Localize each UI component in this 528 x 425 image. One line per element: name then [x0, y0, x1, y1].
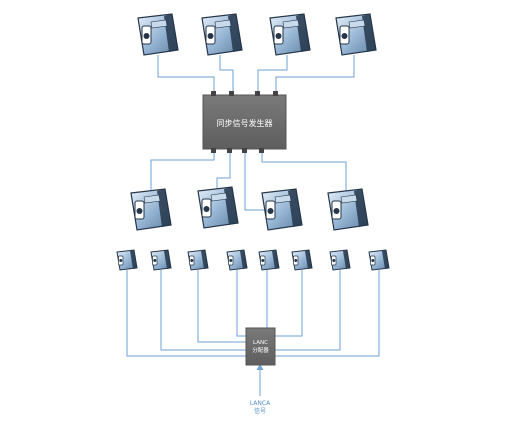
wire-top-4 — [275, 55, 355, 95]
camera-icon — [130, 188, 172, 231]
wire-mid-1 — [150, 149, 215, 192]
arrow-head-icon — [256, 364, 264, 370]
lanc-input-label-line1: LANCA — [250, 400, 271, 407]
sync-generator-box: 同步信号发生器 — [202, 91, 287, 153]
camera-icon — [335, 13, 377, 56]
wire-top-3 — [257, 55, 288, 95]
wire-bot-3 — [197, 270, 246, 343]
wire-bot-7 — [275, 270, 341, 351]
wire-mid-4 — [261, 149, 347, 192]
camera-icon — [291, 249, 313, 271]
wire-top-1 — [157, 55, 215, 95]
camera-icon — [269, 13, 311, 56]
sync-generator-label: 同步信号发生器 — [217, 118, 273, 128]
camera-icon — [116, 249, 138, 271]
wire-mid-2 — [216, 149, 231, 192]
camera-icon — [150, 249, 172, 271]
wire-top-2 — [219, 55, 234, 95]
wire-bot-8 — [275, 270, 380, 357]
middle-row-cameras — [130, 186, 369, 231]
camera-icon — [201, 13, 243, 56]
wire-bot-4 — [236, 270, 246, 337]
camera-icon — [226, 249, 248, 271]
wire-mid-3 — [244, 149, 270, 211]
camera-icon — [327, 188, 369, 231]
bottom-row-cameras — [116, 249, 390, 271]
camera-icon — [187, 249, 209, 271]
camera-icon — [258, 249, 280, 271]
bottom-row-wires — [126, 270, 380, 396]
wire-bot-6 — [275, 270, 303, 337]
camera-icon — [261, 188, 303, 231]
camera-icon — [197, 186, 239, 229]
camera-icon — [137, 13, 179, 56]
camera-icon — [329, 249, 351, 271]
top-row-cameras — [137, 13, 377, 56]
lanc-distributor-box: LANC 分配器 — [245, 327, 276, 366]
lanc-input-label-line2: 信号 — [254, 407, 266, 415]
wire-bot-1 — [126, 270, 246, 357]
lanc-distributor-label-line2: 分配器 — [252, 346, 269, 354]
top-row-wires — [157, 55, 355, 95]
wire-bot-2 — [160, 270, 246, 351]
middle-row-wires — [150, 149, 347, 211]
camera-icon — [368, 249, 390, 271]
lanc-distributor-label-line1: LANC — [253, 340, 268, 346]
